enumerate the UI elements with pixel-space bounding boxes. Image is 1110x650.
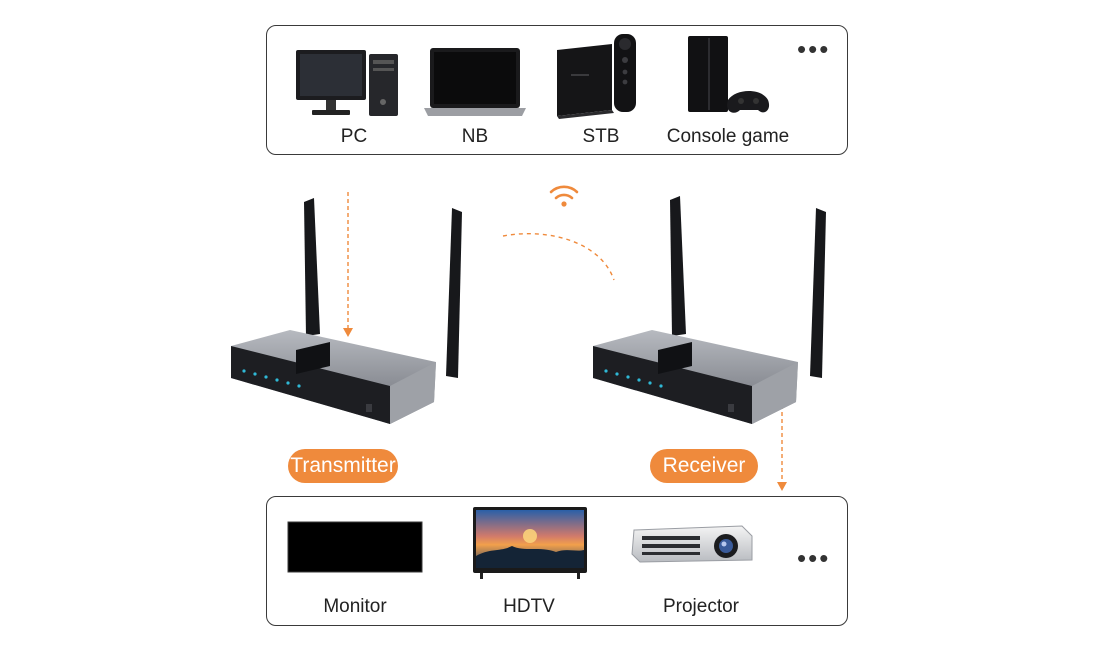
monitor-icon — [287, 521, 423, 573]
input-arrow — [343, 192, 353, 337]
source-label-nb: NB — [461, 126, 489, 147]
projector-icon — [631, 525, 753, 563]
laptop-icon — [424, 48, 526, 116]
display-label-hdtv: HDTV — [503, 596, 555, 617]
source-label-console: Console game — [666, 126, 790, 147]
wifi-icon — [549, 185, 579, 207]
more-displays-ellipsis: ••• — [797, 543, 831, 573]
transmitter-label: Transmitter — [288, 449, 398, 483]
wireless-link-arc — [502, 233, 615, 281]
set-top-box-icon — [557, 34, 636, 119]
receiver-label: Receiver — [650, 449, 758, 483]
hdtv-icon — [473, 507, 587, 579]
more-sources-ellipsis: ••• — [797, 34, 831, 64]
game-console-icon — [688, 36, 770, 113]
display-label-projector: Projector — [662, 596, 740, 617]
desktop-pc-icon — [296, 50, 398, 116]
receiver-device — [593, 196, 826, 424]
source-label-stb: STB — [582, 126, 620, 147]
output-arrow — [777, 398, 787, 491]
display-label-monitor: Monitor — [323, 596, 387, 617]
source-label-pc: PC — [340, 126, 368, 147]
transmitter-device — [231, 198, 462, 424]
